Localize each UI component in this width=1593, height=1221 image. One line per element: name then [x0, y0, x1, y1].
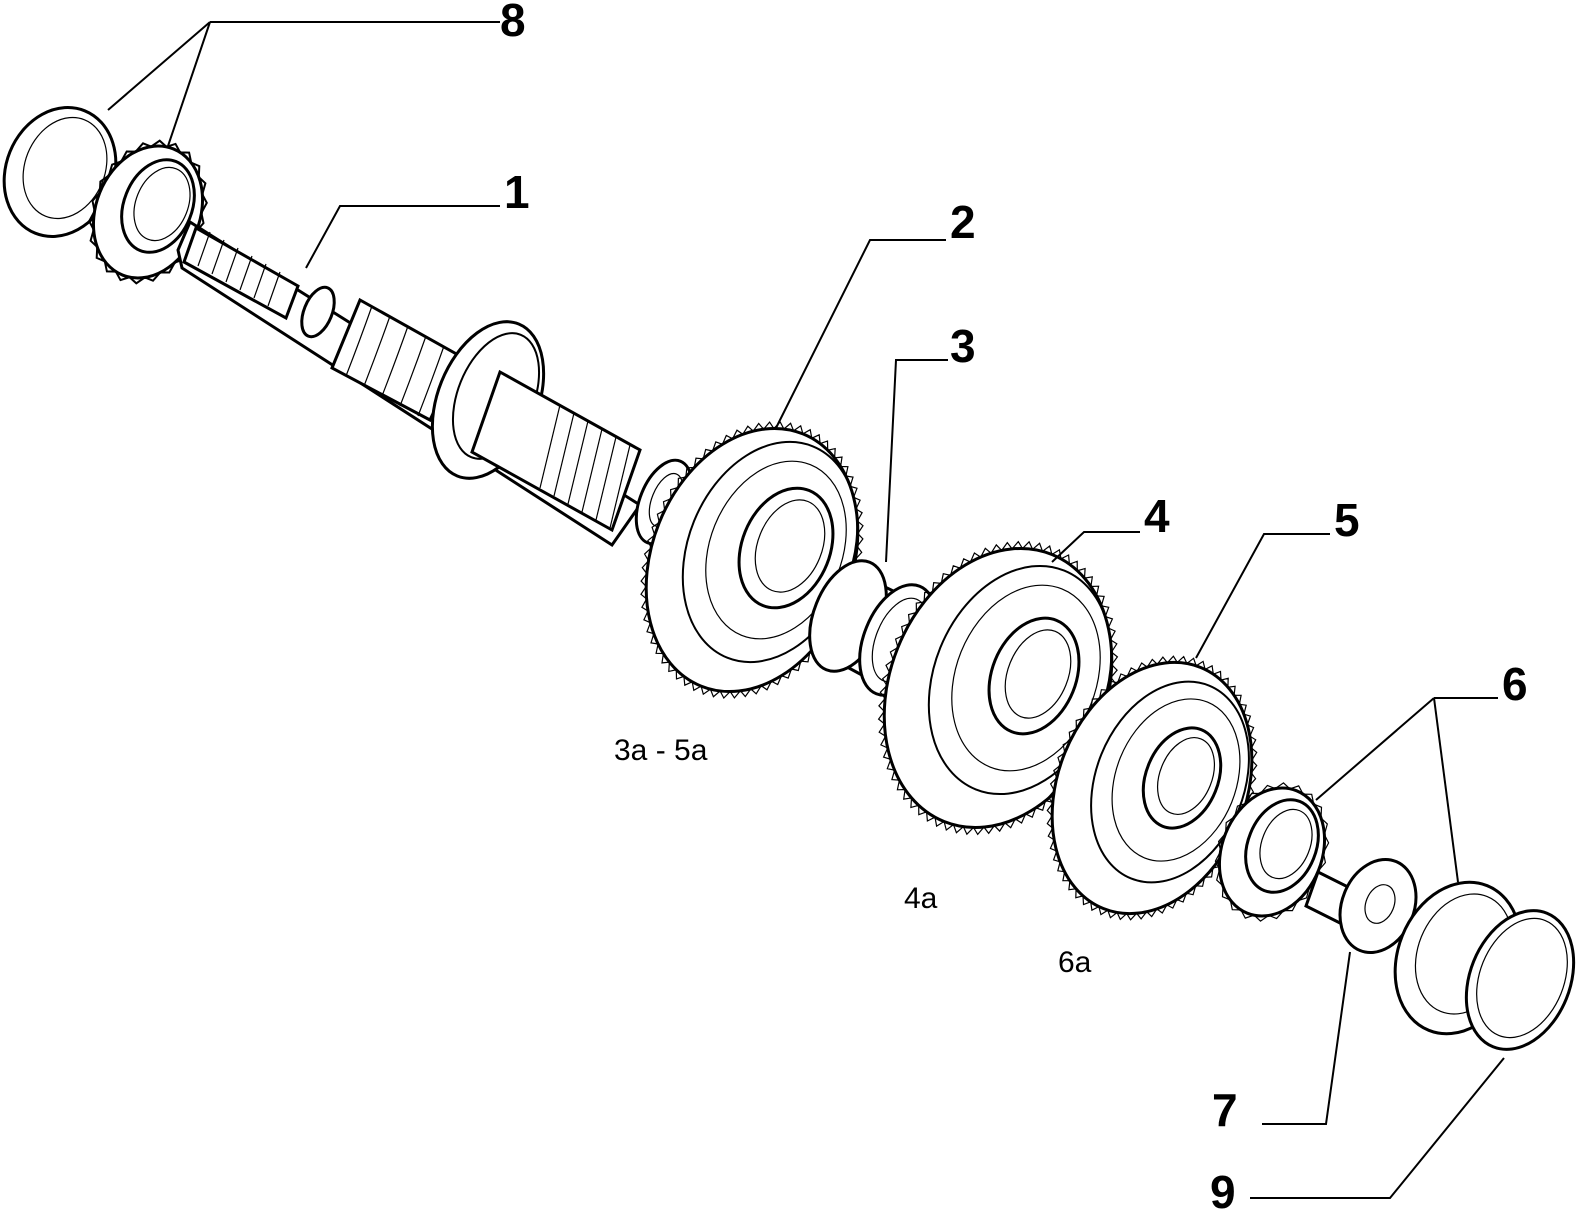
- gear-label-3a-5a: 3a - 5a: [614, 734, 708, 767]
- thrust-washer-7: [1304, 857, 1418, 955]
- callout-numbers: 8 1 2 3 4 5 6 7 9: [500, 0, 1528, 1218]
- gear-label-6a: 6a: [1058, 946, 1092, 979]
- callout-4: 4: [1144, 490, 1170, 542]
- leader-4: [1051, 531, 1140, 563]
- leader-9: [1250, 1057, 1505, 1199]
- callout-8: 8: [500, 0, 526, 46]
- gear-2: [640, 420, 864, 700]
- gear-label-4a: 4a: [904, 882, 938, 915]
- callout-5: 5: [1334, 494, 1360, 546]
- leader-2: [775, 239, 946, 429]
- leader-3: [885, 359, 948, 563]
- gear-labels: 3a - 5a 4a 6a: [614, 734, 1092, 979]
- bearing-cone-8: [88, 139, 208, 285]
- leader-lines: [107, 21, 1505, 1199]
- callout-1: 1: [504, 166, 530, 218]
- leader-1: [305, 205, 500, 269]
- callout-9: 9: [1210, 1166, 1236, 1218]
- gear-4: [877, 540, 1119, 836]
- leader-6a: [1315, 697, 1435, 801]
- callout-3: 3: [950, 320, 976, 372]
- bearing-cone-6: [1214, 782, 1330, 922]
- shim-ring-9: [1464, 909, 1576, 1051]
- leader-8b: [167, 21, 211, 147]
- callout-2: 2: [950, 196, 976, 248]
- main-shaft-1: [176, 219, 694, 548]
- callout-7: 7: [1212, 1084, 1238, 1136]
- leader-6b: [1433, 697, 1459, 883]
- leader-7: [1262, 951, 1351, 1125]
- leader-5: [1195, 533, 1330, 659]
- callout-6: 6: [1502, 658, 1528, 710]
- gear-5: [1046, 655, 1258, 921]
- cone-8-teeth: [88, 139, 208, 285]
- leader-8a: [107, 21, 211, 111]
